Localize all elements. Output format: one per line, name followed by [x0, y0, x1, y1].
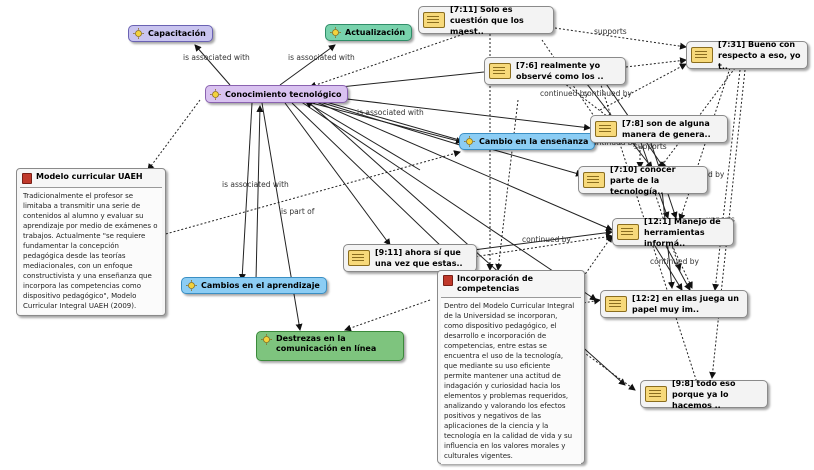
quote-label: [9:8] todo eso porque ya lo hacemos .. — [672, 378, 736, 410]
edge — [599, 63, 687, 111]
edge — [678, 67, 731, 221]
edge — [147, 99, 201, 171]
memo-body: Dentro del Modelo Curricular Integral de… — [441, 297, 581, 464]
edge — [625, 57, 687, 68]
quotation-icon — [423, 12, 445, 28]
edge — [309, 97, 464, 147]
edge — [559, 79, 613, 121]
edge-label: continued by — [522, 235, 571, 244]
memo-title: Modelo curricular UAEH — [36, 172, 143, 181]
edge-label: continued by — [583, 89, 632, 98]
edge — [659, 67, 736, 169]
edge — [161, 150, 461, 236]
memo-header: Modelo curricular UAEH — [17, 169, 165, 187]
code-icon — [210, 88, 221, 100]
quote-9-11[interactable]: [9:11] ahora sí que una vez que estas.. — [343, 244, 477, 272]
quotation-icon — [645, 386, 667, 402]
edge-label: continued by — [540, 89, 589, 98]
code-label: Actualización — [345, 28, 406, 37]
edge — [304, 93, 591, 131]
quotation-icon — [617, 224, 639, 240]
edge — [194, 44, 231, 86]
quotation-icon — [583, 172, 605, 188]
quote-label: [12:2] en ellas juega un papel muy im.. — [632, 294, 739, 314]
quote-7-8[interactable]: [7:8] son de alguna manera de genera.. — [590, 115, 728, 143]
edge-label: supports — [594, 27, 627, 36]
memo-icon — [22, 173, 32, 184]
code-conocimiento-tecnologico[interactable]: Conocimiento tecnológico — [205, 85, 349, 103]
quotation-icon — [489, 63, 511, 79]
edge — [299, 100, 597, 301]
quote-label: [9:11] ahora sí que una vez que estas.. — [375, 248, 463, 268]
code-icon — [133, 28, 144, 39]
edge — [279, 44, 336, 86]
code-cambio-ensenanza[interactable]: Cambio en la enseñanza — [459, 133, 596, 150]
quote-label: [12:1] Manejo de herramientas informá.. — [644, 216, 721, 248]
quote-label: [7:8] son de alguna manera de genera.. — [622, 119, 711, 139]
code-label: Conocimiento tecnológico — [225, 89, 342, 99]
memo-modelo-curricular[interactable]: Modelo curricular UAEH Tradicionalmente … — [16, 168, 166, 316]
code-label: Destrezas en la comunicación en línea — [276, 334, 377, 353]
code-label: Cambios en el aprendizaje — [201, 281, 320, 290]
code-icon — [186, 280, 197, 291]
code-icon — [330, 27, 341, 38]
edge — [654, 245, 683, 291]
edge — [304, 96, 613, 231]
code-icon — [464, 136, 475, 147]
edge-label: continued by — [650, 257, 699, 266]
code-label: Capacitación — [148, 29, 206, 38]
quote-12-2[interactable]: [12:2] en ellas juega un papel muy im.. — [600, 290, 748, 318]
edge — [238, 102, 253, 281]
quote-label: [7:11] Solo es cuestión que los maest.. — [450, 4, 524, 36]
quotation-icon — [595, 121, 617, 137]
code-label: Cambio en la enseñanza — [479, 137, 589, 146]
quote-7-31[interactable]: [7:31] Bueno con respecto a eso, yo t.. — [686, 39, 808, 71]
memo-incorporacion-competencias[interactable]: Incorporación de competencias Dentro del… — [437, 270, 585, 464]
edge-label: is associated with — [357, 108, 424, 117]
quote-label: [7:10] conocer parte de la tecnología.. — [610, 164, 676, 196]
edge — [284, 102, 391, 246]
edge-label: is associated with — [183, 53, 250, 62]
edge — [255, 105, 264, 281]
quote-7-11[interactable]: [7:11] Solo es cuestión que los maest.. — [418, 4, 554, 36]
memo-icon — [443, 275, 453, 286]
quote-12-1[interactable]: [12:1] Manejo de herramientas informá.. — [612, 216, 734, 248]
quote-label: [7:31] Bueno con respecto a eso, yo t.. — [718, 39, 801, 71]
edge-label: is associated with — [222, 180, 289, 189]
edge-label: d by — [708, 170, 725, 179]
edge — [665, 245, 691, 291]
code-icon — [261, 334, 272, 345]
edge — [291, 102, 469, 273]
edge — [671, 244, 693, 289]
quote-label: [7:6] realmente yo observé como los .. — [516, 61, 604, 81]
quotation-icon — [605, 296, 627, 312]
edge-label: supports — [634, 142, 667, 151]
quotation-icon — [348, 250, 370, 266]
quote-7-10[interactable]: [7:10] conocer parte de la tecnología.. — [578, 164, 708, 196]
code-capacitacion[interactable]: Capacitación — [128, 25, 213, 42]
edge-label: is associated with — [288, 53, 355, 62]
edge — [712, 69, 741, 291]
edge — [305, 101, 421, 171]
edge-label: is part of — [281, 207, 315, 216]
edge — [304, 95, 583, 177]
quotation-icon — [691, 47, 713, 63]
edge — [344, 299, 431, 332]
edge — [261, 102, 303, 331]
memo-title: Incorporación de competencias — [457, 274, 534, 293]
code-cambios-aprendizaje[interactable]: Cambios en el aprendizaje — [181, 277, 327, 294]
memo-header: Incorporación de competencias — [438, 271, 584, 297]
edge — [495, 99, 519, 271]
quote-9-8[interactable]: [9:8] todo eso porque ya lo hacemos .. — [640, 378, 768, 410]
code-actualizacion[interactable]: Actualización — [325, 24, 413, 41]
quote-7-6[interactable]: [7:6] realmente yo observé como los .. — [484, 57, 626, 85]
memo-body: Tradicionalmente el profesor se limitaba… — [20, 187, 162, 314]
code-destrezas-comunicacion[interactable]: Destrezas en la comunicación en línea — [256, 331, 404, 361]
